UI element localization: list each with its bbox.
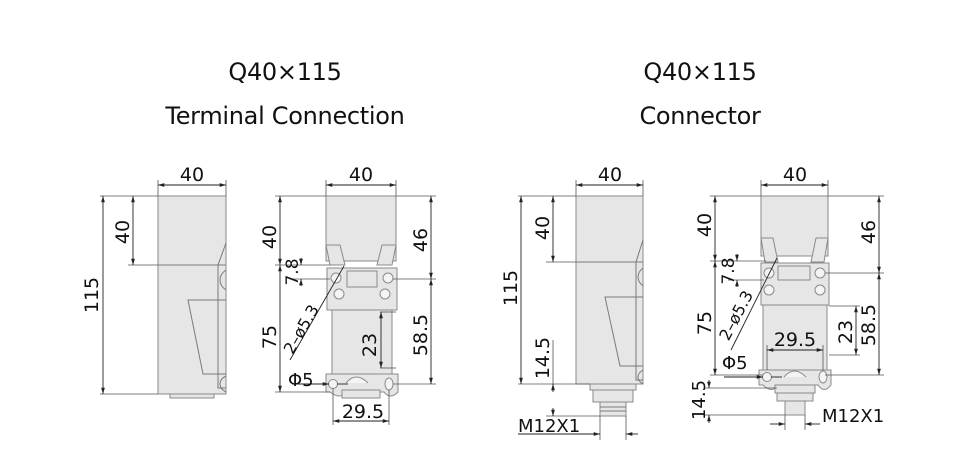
right-model-title: Q40×115 [643, 58, 757, 86]
connector-side-thread-label: M12X1 [518, 416, 580, 437]
terminal-front-mount-label: 58.5 [410, 314, 432, 356]
terminal-front-width-label: 40 [349, 164, 373, 186]
connector-front-hole-dia-label: Φ5 [722, 353, 748, 374]
connector-front-view: 40 40 7.8 75 2–ø5.3 46 58.5 23 29.5 Φ5 [689, 164, 884, 430]
connector-front-holes-label: 2–ø5.3 [715, 287, 757, 343]
connector-front-connector-len-label: 14.5 [689, 380, 710, 420]
left-variant-title: Terminal Connection [165, 102, 405, 130]
connector-side-view: 40 40 115 14.5 M12X1 [500, 164, 644, 440]
right-variant-title: Connector [639, 102, 761, 130]
connector-side-head-label: 40 [532, 216, 554, 240]
connector-front-width-label: 40 [783, 164, 807, 186]
terminal-front-hole-dia-label: Φ5 [288, 370, 314, 391]
terminal-front-head-right-label: 46 [410, 228, 432, 252]
terminal-front-holes-label: 2–ø5.3 [280, 301, 323, 357]
connector-front-thread-label: M12X1 [822, 406, 884, 427]
terminal-front-body-label: 75 [259, 325, 281, 349]
connector-front-mount-label: 58.5 [858, 304, 880, 346]
terminal-front-inner-label: 23 [359, 333, 381, 357]
terminal-side-width-label: 40 [180, 164, 204, 186]
connector-front-inner-width-label: 29.5 [774, 329, 816, 351]
connector-front-inner-label: 23 [835, 320, 857, 344]
connector-front-body-label: 75 [694, 311, 716, 335]
connector-front-gap-label: 7.8 [719, 257, 739, 284]
connector-side-width-label: 40 [598, 164, 622, 186]
terminal-front-bottom-width-label: 29.5 [342, 401, 384, 423]
connector-side-total-label: 115 [500, 270, 522, 306]
terminal-front-head-label: 40 [259, 225, 281, 249]
connector-side-connector-len-label: 14.5 [532, 337, 554, 379]
terminal-side-view: 40 40 115 [81, 164, 227, 399]
terminal-front-view: 40 40 7.8 75 2–ø5.3 46 58.5 23 Φ5 29.5 [259, 164, 436, 425]
connector-front-head-label: 40 [694, 213, 716, 237]
terminal-side-total-label: 115 [81, 277, 103, 313]
left-model-title: Q40×115 [228, 58, 342, 86]
terminal-front-gap-label: 7.8 [283, 258, 303, 285]
terminal-side-head-label: 40 [112, 220, 134, 244]
connector-front-head-right-label: 46 [858, 220, 880, 244]
